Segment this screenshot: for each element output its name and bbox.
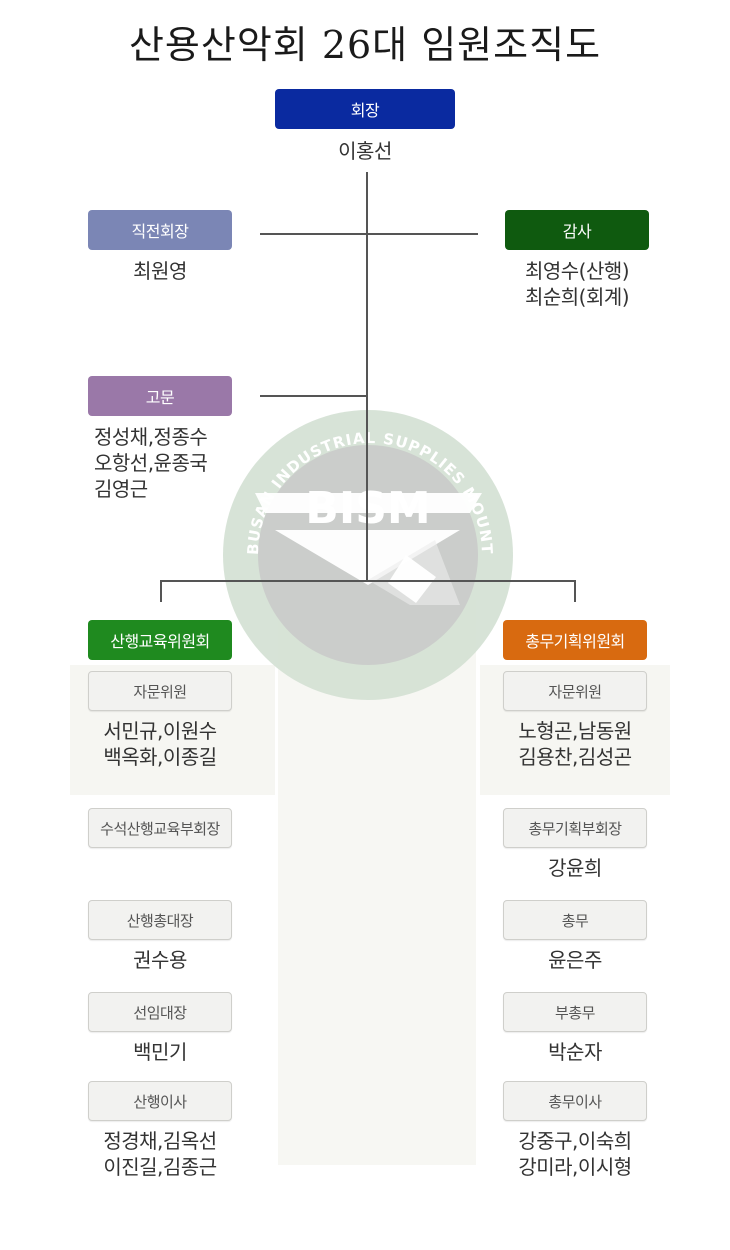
auditor-names: 최영수(산행) 최순희(회계): [524, 259, 630, 309]
right-drop-line: [574, 580, 576, 602]
plan-names-secretary: 윤은주: [548, 948, 602, 972]
page-title: 산용산악회 26대 임원조직도: [128, 23, 602, 67]
logo-text: BISM: [305, 483, 430, 534]
auditor-branch-line: [260, 233, 478, 235]
edu-role-senior-leader: 선임대장: [88, 992, 232, 1032]
plan-names-vice-president: 강윤희: [548, 856, 602, 880]
president-name: 이홍선: [338, 139, 392, 163]
advisor-branch-line: [260, 395, 367, 397]
plan-role-secretary: 총무: [503, 900, 647, 940]
advisor-names: 정성채,정종수 오항선,윤종국 김영근: [94, 425, 208, 501]
trunk-line: [366, 172, 368, 582]
edu-names-advisory: 서민규,이원수 백옥화,이종길: [103, 719, 217, 769]
edu-names-hiking-director: 정경채,김옥선 이진길,김종근: [103, 1129, 217, 1179]
plan-role-advisory: 자문위원: [503, 671, 647, 711]
auditor-role-box: 감사: [505, 210, 649, 250]
advisor-role-box: 고문: [88, 376, 232, 416]
president-role-box: 회장: [275, 89, 455, 129]
edu-role-chief-leader: 산행총대장: [88, 900, 232, 940]
bism-logo-watermark: BUSAN INDUSTRIAL SUPPLIES MOUNTAINEERING…: [220, 405, 513, 700]
committee-bar-line: [160, 580, 576, 582]
plan-names-secretary-director: 강중구,이숙희 강미라,이시형: [518, 1129, 632, 1179]
edu-role-advisory: 자문위원: [88, 671, 232, 711]
planning-committee-box: 총무기획위원회: [503, 620, 647, 660]
edu-role-hiking-director: 산행이사: [88, 1081, 232, 1121]
plan-names-vice-secretary: 박순자: [548, 1040, 602, 1064]
education-committee-box: 산행교육위원회: [88, 620, 232, 660]
former-president-name: 최원영: [133, 259, 187, 283]
edu-role-senior-vice-president: 수석산행교육부회장: [88, 808, 232, 848]
plan-role-vice-president: 총무기획부회장: [503, 808, 647, 848]
left-drop-line: [160, 580, 162, 602]
plan-role-vice-secretary: 부총무: [503, 992, 647, 1032]
edu-names-senior-leader: 백민기: [133, 1040, 187, 1064]
former-president-role-box: 직전회장: [88, 210, 232, 250]
plan-role-secretary-director: 총무이사: [503, 1081, 647, 1121]
plan-names-advisory: 노형곤,남동원 김용찬,김성곤: [518, 719, 632, 769]
edu-names-chief-leader: 권수용: [133, 948, 187, 972]
